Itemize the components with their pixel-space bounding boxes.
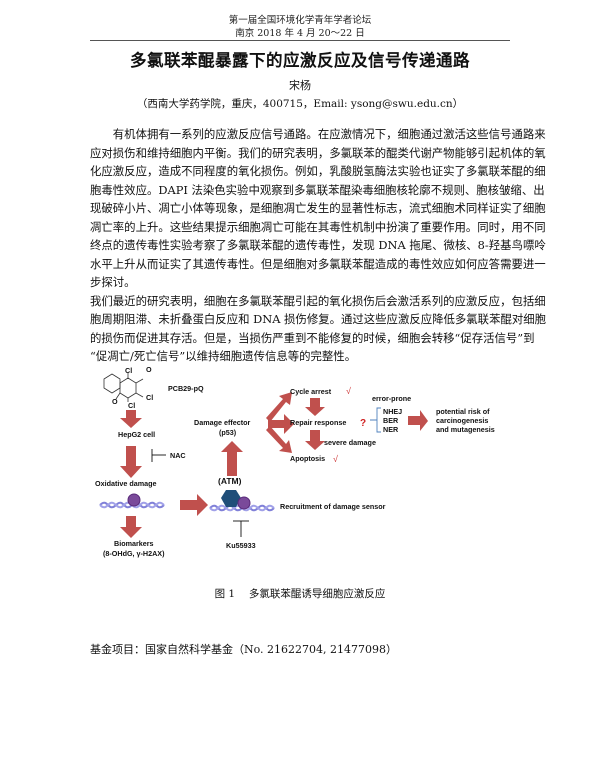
ner-label: NER	[383, 425, 399, 434]
risk-label: carcinogenesis	[436, 416, 488, 425]
arrow-down-icon	[305, 398, 325, 416]
text-line: 水平上升从而证实了其遗传毒性。但是细胞对多氯联苯醌造成的毒性效应如何应答需要进一	[90, 256, 546, 271]
text-line: 化应激反应，造成不同程度的氧化损伤。例如，乳酸脱氢酶法实验也证实了多氯联苯醌的细	[90, 164, 546, 178]
text-line: 凋亡率的上升。这些结果提示细胞凋亡可能在其毒性机制中扮演了重要作用。同时，用不同	[90, 219, 546, 234]
conference-name: 第一届全国环境化学青年学者论坛	[228, 15, 372, 26]
protein-icon	[237, 496, 251, 510]
arrow-downright-icon	[266, 426, 292, 453]
compound-label: PCB29-pQ	[168, 384, 204, 393]
chlorine-label: Cl	[146, 393, 153, 402]
biomarkers-detail: (8-OHdG, γ-H2AX)	[103, 549, 165, 558]
text-line: “促凋亡/死亡信号”以维持细胞遗传信息等的完整性。	[90, 349, 357, 363]
arrow-right-icon	[268, 414, 294, 434]
ku55933-label: Ku55933	[226, 541, 256, 550]
chlorine-label: Cl	[128, 401, 135, 410]
oxygen-label: O	[112, 397, 118, 406]
arrow-up-icon	[221, 441, 243, 476]
nhej-label: NHEJ	[383, 407, 402, 416]
arrow-upright-icon	[266, 392, 292, 422]
arrow-right-icon	[408, 410, 428, 431]
oxygen-label: O	[146, 365, 152, 374]
arrow-down-icon	[120, 410, 142, 428]
arrow-down-icon	[305, 430, 325, 450]
atm-hexagon-icon	[221, 490, 241, 507]
recruitment-label: Recruitment of damage sensor	[280, 502, 386, 511]
question-icon: ?	[360, 418, 366, 429]
text-line: 胞毒性效应。DAPI 法染色实验中观察到多氯联苯醌染毒细胞核轮廓不规则、胞核皱缩…	[90, 182, 545, 197]
text-line: 应对损伤和维持细胞内平衡。我们的研究表明，多氯联苯的醌类代谢产物能够引起机体的氧	[90, 145, 546, 160]
check-icon: √	[333, 454, 338, 464]
text-line: 终点的遗传毒性实验考察了多氯联苯醌的遗传毒性，发现 DNA 拖尾、微核、8-羟基…	[90, 238, 546, 252]
pcb29-pq-structure	[103, 373, 144, 402]
biomarkers-label: Biomarkers	[114, 539, 154, 548]
cycle-arrest-label: Cycle arrest	[290, 387, 332, 396]
text-line: 步探讨。	[90, 275, 136, 289]
conference-date: 南京 2018 年 4 月 20～22 日	[235, 28, 365, 39]
arrow-right-icon	[180, 494, 208, 516]
arrows	[120, 392, 428, 538]
oxidative-damage-label: Oxidative damage	[95, 479, 157, 488]
risk-label: and mutagenesis	[436, 425, 495, 434]
paper-title: 多氯联苯醌暴露下的应激反应及信号传递通路	[130, 51, 470, 70]
repair-response-label: Repair response	[290, 418, 346, 427]
apoptosis-label: Apoptosis	[290, 454, 325, 463]
text-line: 胞周期阻滞、未折叠蛋白反应和 DNA 损伤修复。通过这些应激反应降低多氯联苯醌对…	[90, 312, 547, 326]
hepg2-label: HepG2 cell	[118, 430, 155, 439]
ku55933-inhibitor-icon	[233, 520, 249, 537]
bracket-icon	[370, 407, 381, 433]
atm-label: (ATM)	[218, 476, 242, 486]
ber-label: BER	[383, 416, 399, 425]
arrow-down-icon	[120, 446, 142, 478]
protein-icon	[127, 493, 141, 507]
severe-damage-label: severe damage	[324, 438, 376, 447]
text-line: 现破碎小片、凋亡小体等现象，是细胞凋亡发生的显著性标志，流式细胞术同样证实了细胞	[90, 201, 546, 215]
p53-label: (p53)	[219, 428, 237, 437]
text-line: 的损伤而促进其存活。但是，当损伤严重到不能修复的时候，细胞会转移“促存活信号”到	[90, 330, 535, 345]
figure-caption: 图 1 多氯联苯醌诱导细胞应激反应	[214, 588, 386, 600]
chlorine-label: Cl	[125, 366, 132, 375]
header-rule	[90, 40, 510, 41]
author: 宋杨	[289, 79, 311, 92]
affiliation: （西南大学药学院，重庆，400715，Email: ysong@swu.edu.…	[136, 98, 464, 110]
text-line: 有机体拥有一系列的应激反应信号通路。在应激情况下，细胞通过激活这些信号通路来	[90, 127, 546, 141]
error-prone-label: error-prone	[372, 394, 411, 403]
check-icon: √	[346, 386, 351, 396]
text-line: 我们最近的研究表明，细胞在多氯联苯醌引起的氧化损伤后会激活系列的应激反应，包括细	[90, 293, 546, 308]
nac-label: NAC	[170, 451, 186, 460]
funding-note: 基金项目：国家自然科学基金（No. 21622704, 21477098）	[90, 643, 398, 656]
arrow-down-icon	[120, 516, 142, 538]
risk-label: potential risk of	[436, 407, 490, 416]
nac-inhibitor-icon	[151, 449, 166, 462]
damage-effector-label: Damage effector	[194, 418, 251, 427]
